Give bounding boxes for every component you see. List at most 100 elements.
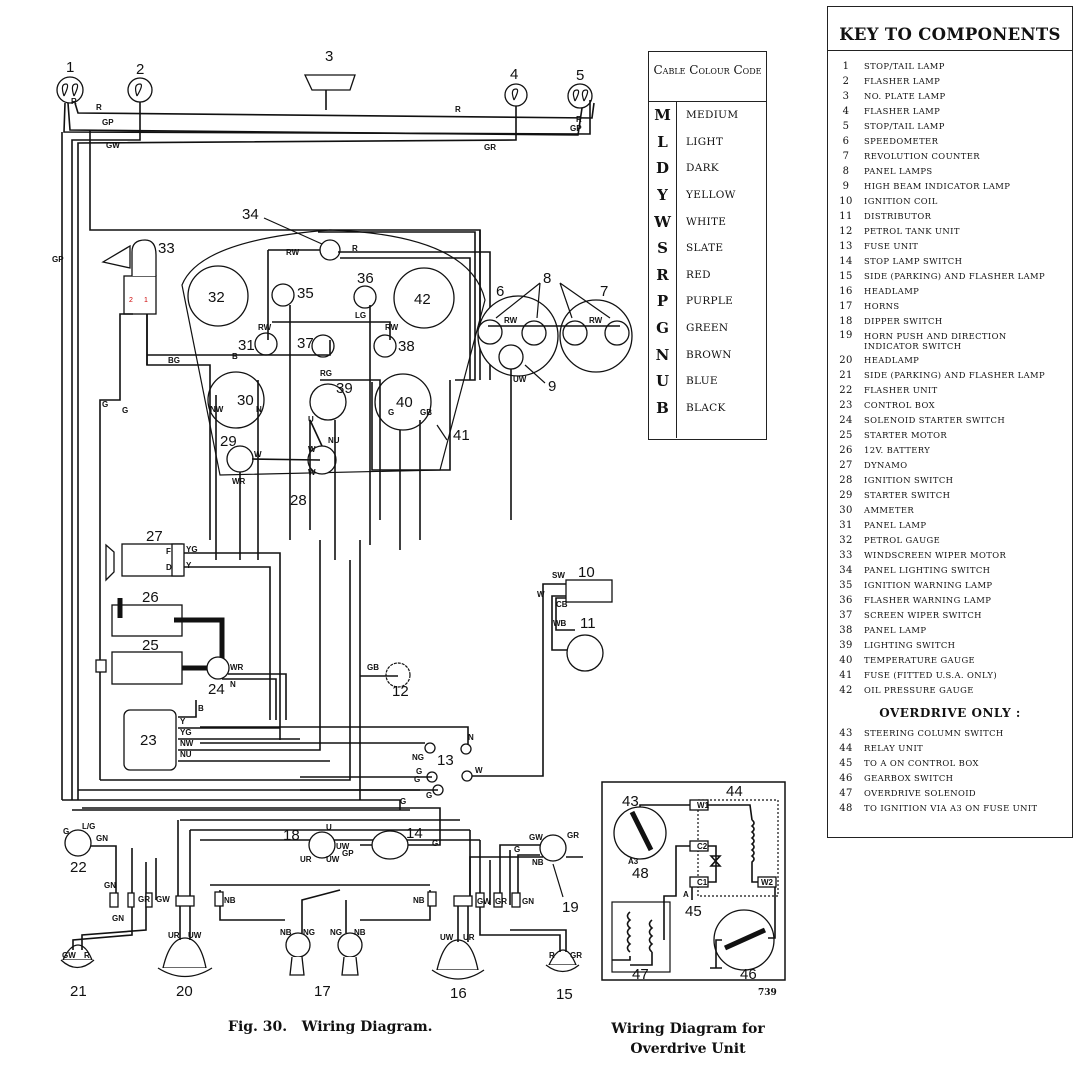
terminal-label: D — [166, 563, 172, 572]
key-item-number: 23 — [839, 400, 853, 411]
windscreen-wiper-motor-33: 2 1 33 G G — [99, 239, 175, 780]
colour-code-letter: R — [656, 265, 669, 284]
key-item-number: 31 — [839, 520, 853, 531]
wire-label: G — [416, 767, 422, 776]
instrument-panel: 32 42 34 35 36 31 37 38 30 39 40 29 28 4… — [146, 206, 491, 560]
overdrive-solenoid-47 — [611, 901, 671, 973]
key-item-number: 4 — [842, 106, 850, 117]
wire-label: R — [455, 105, 461, 114]
wire-label: GR — [570, 951, 582, 960]
colour-code-name: YELLOW — [686, 189, 736, 202]
headlamp-20 — [162, 937, 207, 969]
component-number: 36 — [357, 270, 374, 287]
component-number: 7 — [600, 283, 608, 300]
wire-label: G — [400, 797, 406, 806]
high-beam-indicator-9 — [498, 344, 524, 370]
wire-label: U — [308, 415, 314, 424]
key-item-label: STOP LAMP SWITCH — [864, 256, 963, 266]
key-item-label: SPEEDOMETER — [864, 136, 939, 146]
terminal-label: C2 — [697, 842, 708, 851]
key-item-number: 7 — [842, 151, 850, 162]
wire-label: GR — [484, 143, 496, 152]
key-item-number: 15 — [839, 271, 853, 282]
wire-label: UW — [188, 931, 202, 940]
wire-label: RW — [385, 323, 399, 332]
key-item-label: PETROL TANK UNIT — [864, 226, 960, 236]
key-item-number: 3 — [842, 91, 850, 102]
wire-label: G — [414, 775, 420, 784]
wire-label: GP — [570, 124, 582, 133]
key-item-number: 43 — [839, 728, 853, 739]
flasher-warning-lamp-36 — [353, 285, 377, 309]
wire-label: RG — [320, 369, 332, 378]
colour-code-letter: B — [656, 398, 669, 417]
wire-label: A3 — [628, 857, 639, 866]
key-item-label: NO. PLATE LAMP — [864, 91, 946, 101]
colour-code-name: RED — [686, 268, 711, 281]
wire-label: GW — [529, 833, 543, 842]
wire-label: GB — [367, 663, 379, 672]
component-number: 12 — [392, 683, 409, 700]
component-number: 10 — [578, 564, 595, 581]
front-harness — [62, 560, 511, 910]
key-item-number: 17 — [839, 301, 853, 312]
key-item-label: STOP/TAIL LAMP — [864, 121, 945, 131]
stop-lamp-switch-14: 14 GP G G — [82, 797, 441, 860]
key-item-label: LIGHTING SWITCH — [864, 640, 956, 650]
wire-label: G — [102, 400, 108, 409]
petrol-gauge-32 — [187, 265, 249, 327]
key-item-label: RELAY UNIT — [864, 743, 924, 753]
wire-label: NG — [303, 928, 315, 937]
key-item-number: 27 — [839, 460, 853, 471]
key-item-label: DYNAMO — [864, 460, 908, 470]
wire-label: N — [468, 733, 474, 742]
key-item-label: STOP/TAIL LAMP — [864, 61, 945, 71]
wire-label: GR — [138, 895, 150, 904]
colour-code-letter: N — [655, 345, 670, 364]
key-item-number: 20 — [839, 355, 853, 366]
key-item-number: 8 — [842, 166, 850, 177]
component-number: 16 — [450, 985, 467, 1002]
oil-pressure-gauge-42 — [393, 267, 455, 329]
component-number: 29 — [220, 433, 237, 450]
key-item-label: FUSE (FITTED U.S.A. ONLY) — [864, 670, 998, 680]
key-item-label: IGNITION COIL — [864, 196, 938, 206]
wire-label: NB — [413, 896, 425, 905]
key-item-number: 25 — [839, 430, 853, 441]
component-number: 2 — [136, 61, 144, 78]
overdrive-subheading: OVERDRIVE ONLY : — [879, 706, 1021, 720]
wire-label: N — [256, 405, 262, 414]
wire-label: GN — [112, 914, 124, 923]
key-item-label: FUSE UNIT — [864, 241, 919, 251]
wire-label: R — [84, 951, 90, 960]
wire-label: GN — [522, 897, 534, 906]
screen-wiper-switch-37 — [311, 334, 335, 358]
colour-code-letter: S — [657, 239, 668, 258]
key-item-label: DISTRIBUTOR — [864, 211, 932, 221]
number-plate-lamp-3 — [303, 74, 356, 91]
wire-label: NB — [224, 896, 236, 905]
wire-label: Y — [186, 561, 192, 570]
wire-label: GN — [104, 881, 116, 890]
key-item-number: 47 — [839, 788, 853, 799]
component-number: 40 — [396, 394, 413, 411]
key-item-label: OVERDRIVE SOLENOID — [864, 788, 977, 798]
